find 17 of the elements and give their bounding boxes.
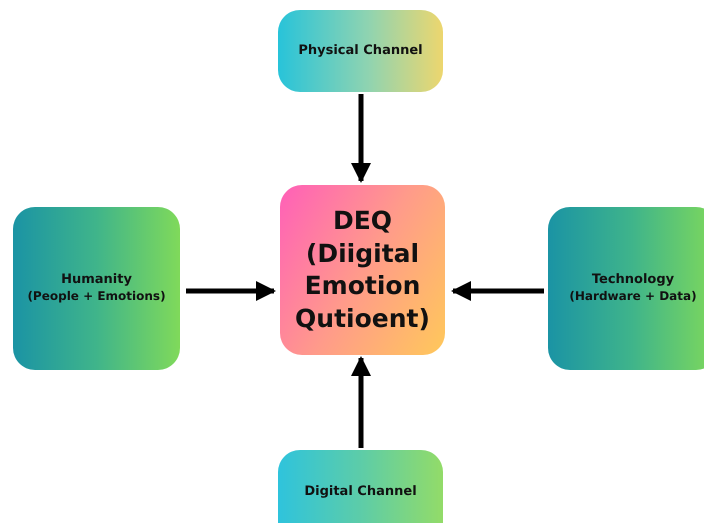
label: Technology: [592, 272, 674, 290]
arrow: [186, 281, 276, 301]
subheading: (Diigital Emotion Qutioent): [294, 238, 431, 334]
arrow: [351, 94, 371, 183]
arrow: [451, 281, 544, 301]
channel-box: [278, 450, 443, 523]
channel-box: [278, 10, 443, 92]
sublabel: (Hardware + Data): [569, 289, 697, 305]
label: Physical Channel: [298, 42, 423, 60]
arrow: [351, 356, 371, 448]
label: Digital Channel: [304, 484, 417, 502]
sublabel: (People + Emotions): [27, 289, 166, 305]
central-box: [280, 185, 445, 355]
heading: DEQ: [332, 205, 392, 237]
label: Humanity: [61, 272, 132, 290]
source-box: [13, 207, 180, 370]
source-box: [548, 207, 704, 370]
